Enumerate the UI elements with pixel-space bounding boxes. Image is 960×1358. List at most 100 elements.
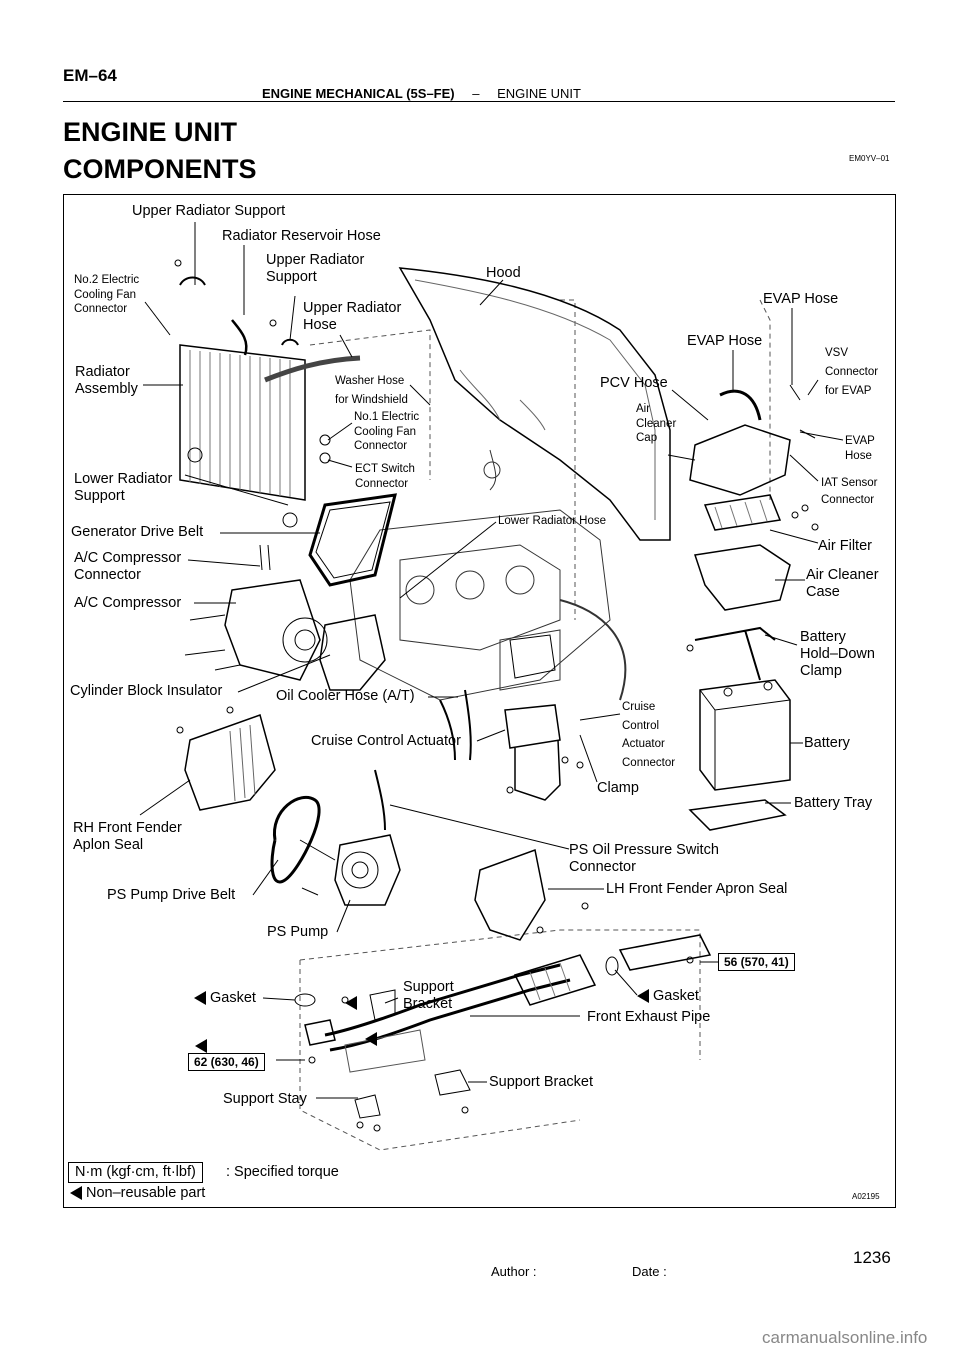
label-line: Support — [266, 269, 317, 285]
label-line: Cruise — [622, 701, 656, 713]
label-line: Air — [636, 403, 651, 415]
label-gasket-right: Gasket — [637, 988, 699, 1005]
label-ac-compressor-connector: A/C Compressor Connector — [74, 550, 181, 584]
label-oil-cooler-hose: Oil Cooler Hose (A/T) — [276, 688, 415, 704]
label-pcv-hose: PCV Hose — [600, 375, 668, 391]
battery-drawing — [699, 679, 791, 791]
label-line: Cleaner — [636, 417, 677, 430]
label-line: Connector — [821, 494, 875, 506]
ps-pump-drawing — [299, 769, 401, 906]
label-support-stay: Support Stay — [223, 1091, 307, 1107]
label-upper-radiator-support-top: Upper Radiator Support — [132, 203, 286, 219]
label-ps-pump: PS Pump — [267, 924, 329, 940]
label-lower-radiator-hose: Lower Radiator Hose — [498, 515, 607, 527]
figure-code: A02195 — [852, 1192, 880, 1201]
exhaust-drawing — [294, 934, 712, 1132]
label-ps-oil-pressure-switch: PS Oil Pressure Switch Connector — [569, 842, 719, 876]
label-rh-front-fender-seal: RH Front Fender Aplon Seal — [73, 820, 182, 854]
label-evap-hose-2: EVAP Hose — [687, 333, 763, 349]
label-line: Battery — [800, 629, 846, 645]
label-line: Case — [806, 584, 840, 600]
label-line: Connector — [825, 366, 879, 378]
torque-box-62: 62 (630, 46) — [188, 1053, 265, 1071]
header-rule — [63, 101, 895, 102]
label-line: A/C Compressor — [74, 550, 182, 566]
label-evap-hose-3: EVAP Hose — [845, 434, 875, 463]
label-line: Washer Hose — [335, 375, 405, 387]
legend-torque-box: N·m (kgf·cm, ft·lbf) — [68, 1162, 203, 1183]
label-line: Upper Radiator — [266, 252, 365, 268]
label-battery-hold-down-clamp: Battery Hold–Down Clamp — [800, 629, 875, 680]
label-air-cleaner-cap: Air Cleaner Cap — [636, 402, 676, 446]
label-line: Cooling Fan — [74, 288, 137, 301]
label-line: Support — [74, 488, 125, 504]
label-ps-pump-drive-belt: PS Pump Drive Belt — [107, 887, 236, 903]
label-line: Aplon Seal — [73, 837, 144, 853]
page-number: 1236 — [853, 1248, 891, 1267]
label-ect-switch-connector: ECT Switch Connector — [355, 462, 415, 491]
label-line: Control — [622, 719, 660, 732]
label-line: Lower Radiator — [74, 471, 173, 487]
label-line: Hose — [845, 449, 872, 462]
label-washer-hose: Washer Hose for Windshield — [335, 372, 408, 410]
air-cleaner-drawing — [689, 384, 819, 611]
label-line: Hose — [303, 317, 337, 333]
label-cruise-control-actuator: Cruise Control Actuator — [311, 733, 461, 749]
section-separator: – — [472, 86, 480, 101]
label-line: Hold–Down — [800, 646, 875, 662]
label-line: RH Front Fender — [73, 820, 182, 836]
label-radiator-reservoir-hose: Radiator Reservoir Hose — [222, 228, 381, 244]
label-vsv-connector: VSV Connector for EVAP — [825, 344, 878, 401]
label-line: Connector — [622, 756, 676, 769]
footer-date-label: Date : — [632, 1264, 667, 1279]
label-line: Connector — [74, 303, 128, 315]
label-line: Cooling Fan — [354, 425, 417, 438]
section-header-bold: ENGINE MECHANICAL (5S–FE) — [262, 86, 455, 101]
page-id: EM–64 — [63, 66, 117, 85]
page-subtitle: COMPONENTS — [63, 154, 257, 184]
label-radiator-assembly: Radiator Assembly — [75, 364, 138, 398]
label-upper-radiator-support: Upper Radiator Support — [266, 252, 364, 286]
label-no1-fan-connector: No.1 Electric Cooling Fan Connector — [354, 410, 419, 454]
label-gasket-left: Gasket — [194, 990, 256, 1007]
label-line: Air Cleaner — [806, 567, 879, 583]
label-upper-radiator-hose: Upper Radiator Hose — [303, 300, 401, 334]
label-air-filter: Air Filter — [818, 538, 872, 554]
label-text: Gasket — [653, 988, 699, 1004]
label-iat-sensor-connector: IAT Sensor Connector — [821, 475, 877, 509]
label-line: Radiator — [75, 364, 130, 380]
label-line: Connector — [355, 477, 409, 490]
watermark: carmanualsonline.info — [762, 1328, 928, 1347]
label-line: Upper Radiator — [303, 300, 402, 316]
label-lower-radiator-support: Lower Radiator Support — [74, 471, 172, 505]
label-front-exhaust-pipe: Front Exhaust Pipe — [587, 1009, 711, 1025]
page-title: ENGINE UNIT — [63, 117, 238, 147]
legend-nonreusable-text: Non–reusable part — [86, 1185, 206, 1201]
legend-nonreusable: Non–reusable part — [70, 1185, 205, 1202]
label-cylinder-block-insulator: Cylinder Block Insulator — [70, 683, 223, 699]
label-line: No.1 Electric — [354, 411, 420, 423]
label-line: Assembly — [75, 381, 138, 397]
label-hood: Hood — [486, 265, 521, 281]
nonreusable-marker-icon — [637, 989, 649, 1004]
label-battery-tray: Battery Tray — [794, 795, 873, 811]
label-line: ECT Switch — [355, 463, 415, 475]
nonreusable-marker-icon — [194, 991, 206, 1006]
label-battery: Battery — [804, 735, 850, 751]
label-cruise-actuator-connector: Cruise Control Actuator Connector — [622, 698, 675, 772]
label-air-cleaner-case: Air Cleaner Case — [806, 567, 879, 601]
legend-torque-text: : Specified torque — [226, 1164, 339, 1180]
torque-box-56: 56 (570, 41) — [718, 953, 795, 971]
label-clamp: Clamp — [597, 780, 639, 796]
engine-drawing — [349, 449, 627, 701]
label-line: IAT Sensor — [821, 477, 878, 489]
figure-frame — [63, 194, 896, 1208]
label-lh-front-fender-seal: LH Front Fender Apron Seal — [606, 881, 788, 897]
label-support-bracket-top: Support Bracket — [403, 979, 454, 1013]
label-support-bracket-bottom: Support Bracket — [489, 1074, 593, 1090]
label-line: PS Oil Pressure Switch — [569, 842, 719, 858]
label-line: Connector — [569, 859, 636, 875]
section-header-sub: ENGINE UNIT — [497, 86, 581, 101]
label-line: EVAP — [845, 435, 875, 447]
